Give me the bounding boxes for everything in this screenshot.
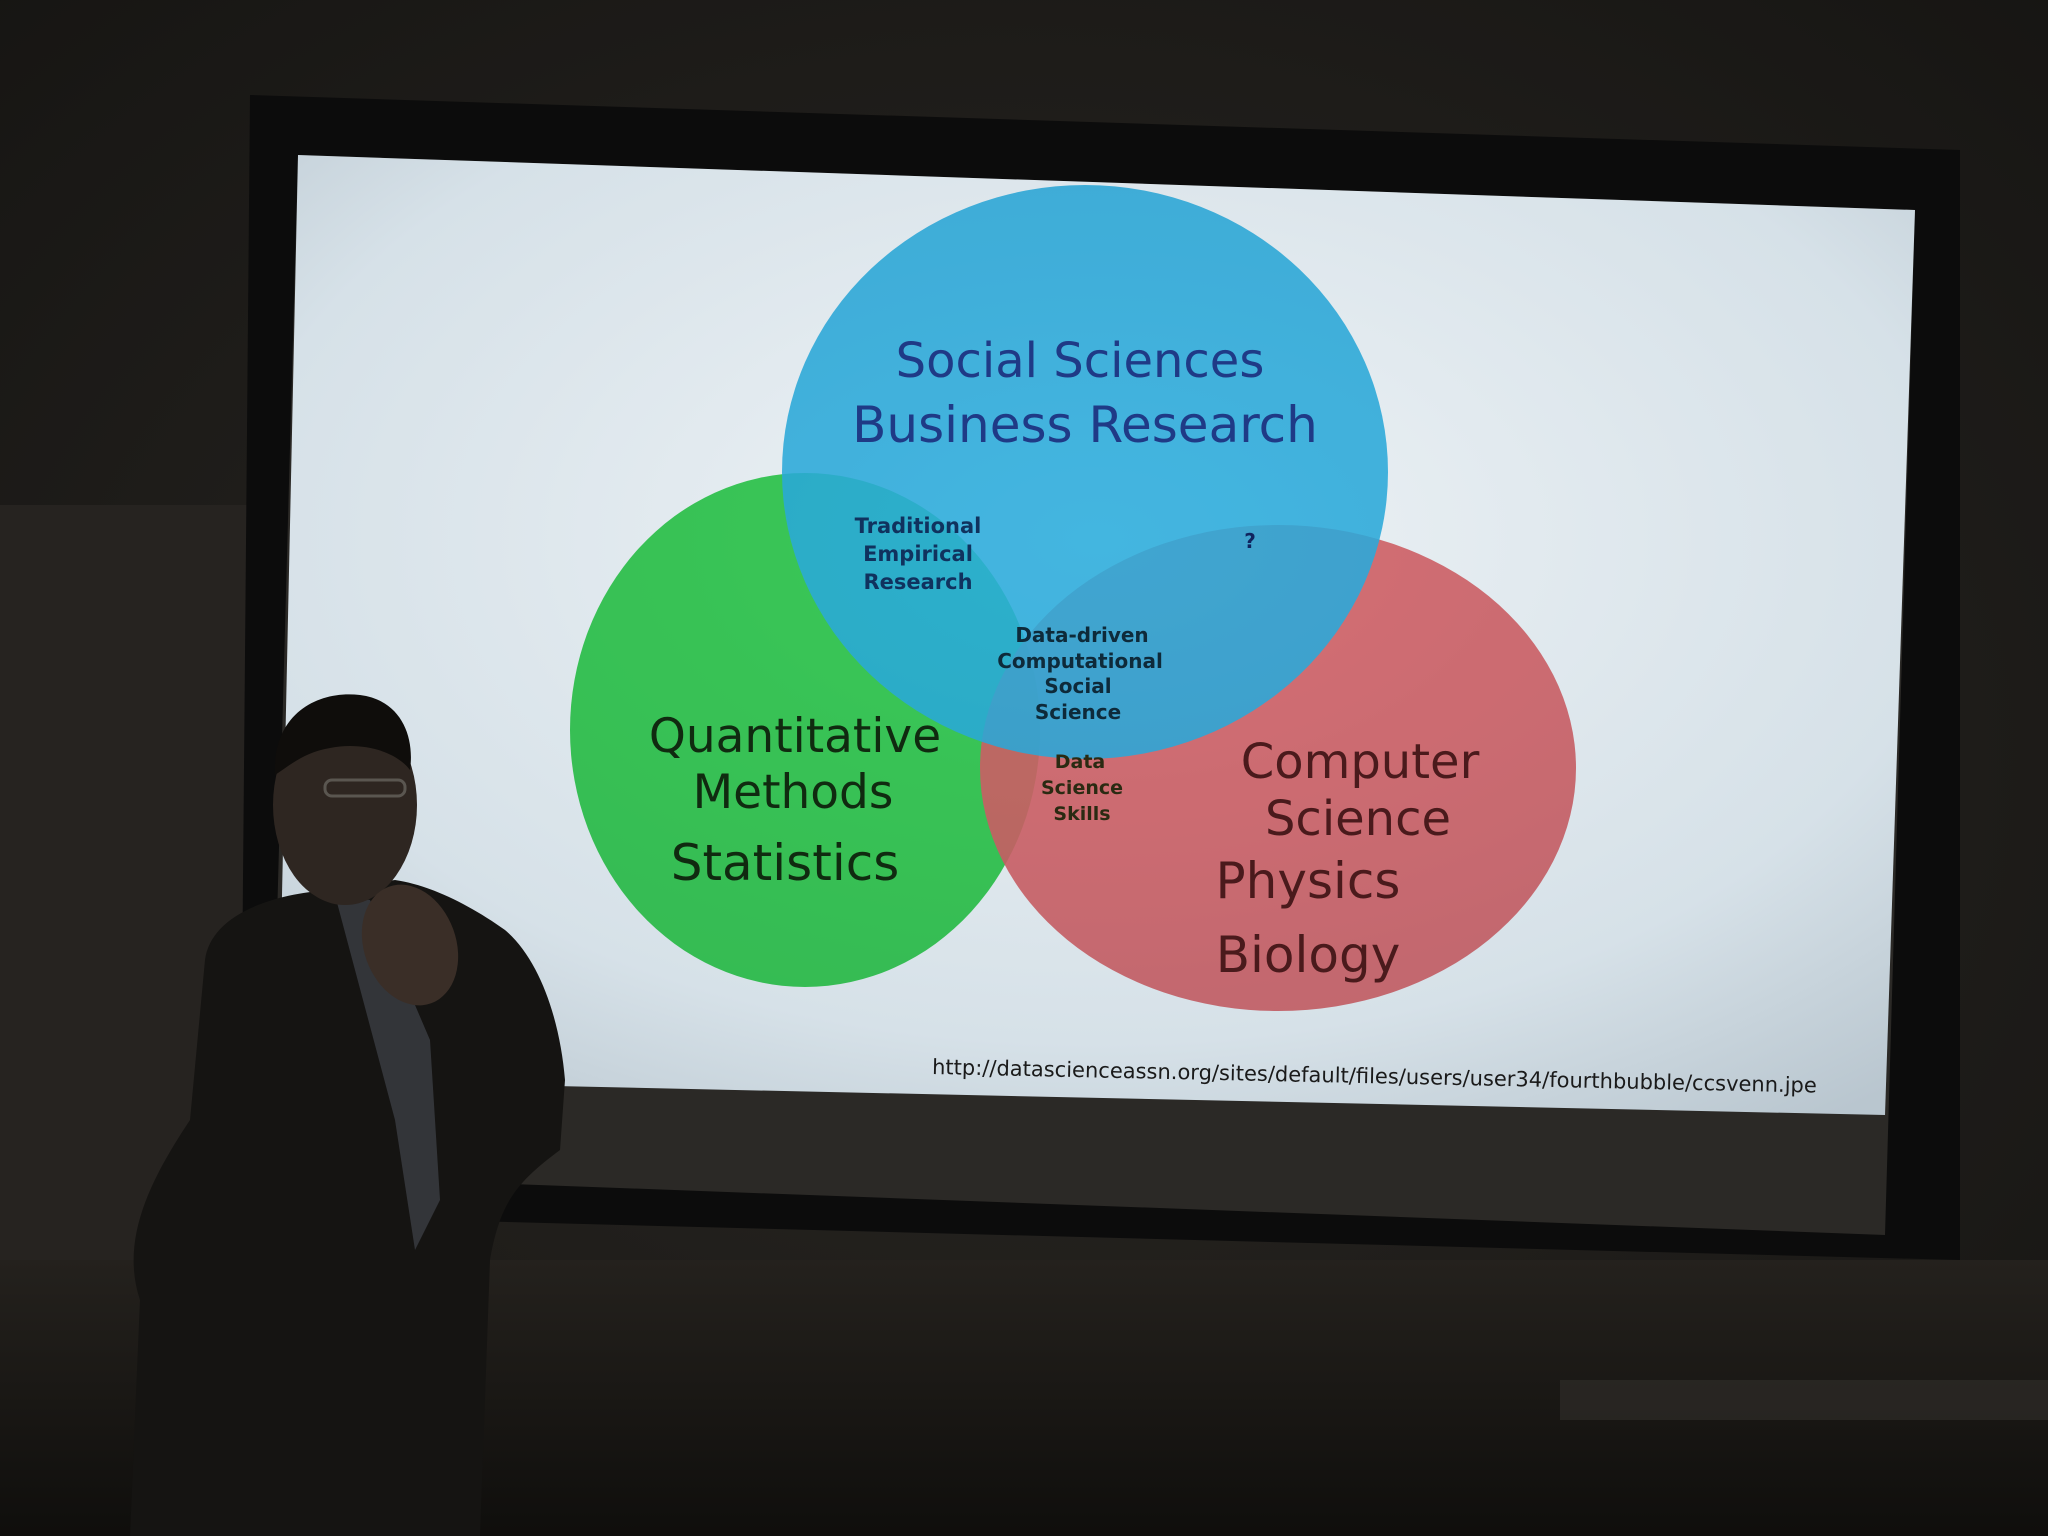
top-circle-line-2: Business Research	[852, 396, 1318, 454]
overlap-center-line-4: Science	[1035, 700, 1121, 724]
left-circle-line-3: Statistics	[671, 834, 900, 892]
overlap-top-left-line-1: Traditional	[855, 514, 982, 538]
right-circle-line-2: Science	[1265, 791, 1451, 847]
top-circle-line-1: Social Sciences	[896, 333, 1265, 389]
overlap-center-line-1: Data-driven	[1015, 623, 1148, 647]
venn-circle-top	[782, 185, 1388, 759]
right-circle-line-3: Physics	[1216, 852, 1401, 910]
right-circle-line-4: Biology	[1216, 926, 1401, 984]
right-circle-line-1: Computer	[1241, 734, 1480, 790]
presenter-head	[273, 705, 417, 905]
overlap-top-right-label: ?	[1244, 529, 1256, 553]
presenter-glasses-icon	[323, 778, 407, 798]
overlap-top-left-line-3: Research	[863, 570, 972, 594]
presenter-body	[130, 880, 565, 1536]
presenter-hand	[361, 884, 459, 1006]
presenter	[130, 694, 565, 1536]
overlap-left-right-line-3: Skills	[1053, 803, 1110, 825]
presenter-hair	[274, 694, 411, 775]
overlap-center-line-2: Computational	[997, 649, 1163, 673]
left-circle-line-1: Quantitative	[649, 709, 941, 764]
presenter-shirt	[335, 895, 440, 1250]
venn-diagram	[570, 185, 1576, 1011]
overlap-left-right-line-1: Data	[1055, 751, 1106, 773]
overlap-top-left-line-2: Empirical	[863, 542, 973, 566]
table-edge	[1560, 1380, 2048, 1420]
left-circle-line-2: Methods	[693, 765, 894, 820]
overlap-left-right-line-2: Science	[1041, 777, 1123, 799]
overlap-center-line-3: Social	[1044, 674, 1111, 698]
